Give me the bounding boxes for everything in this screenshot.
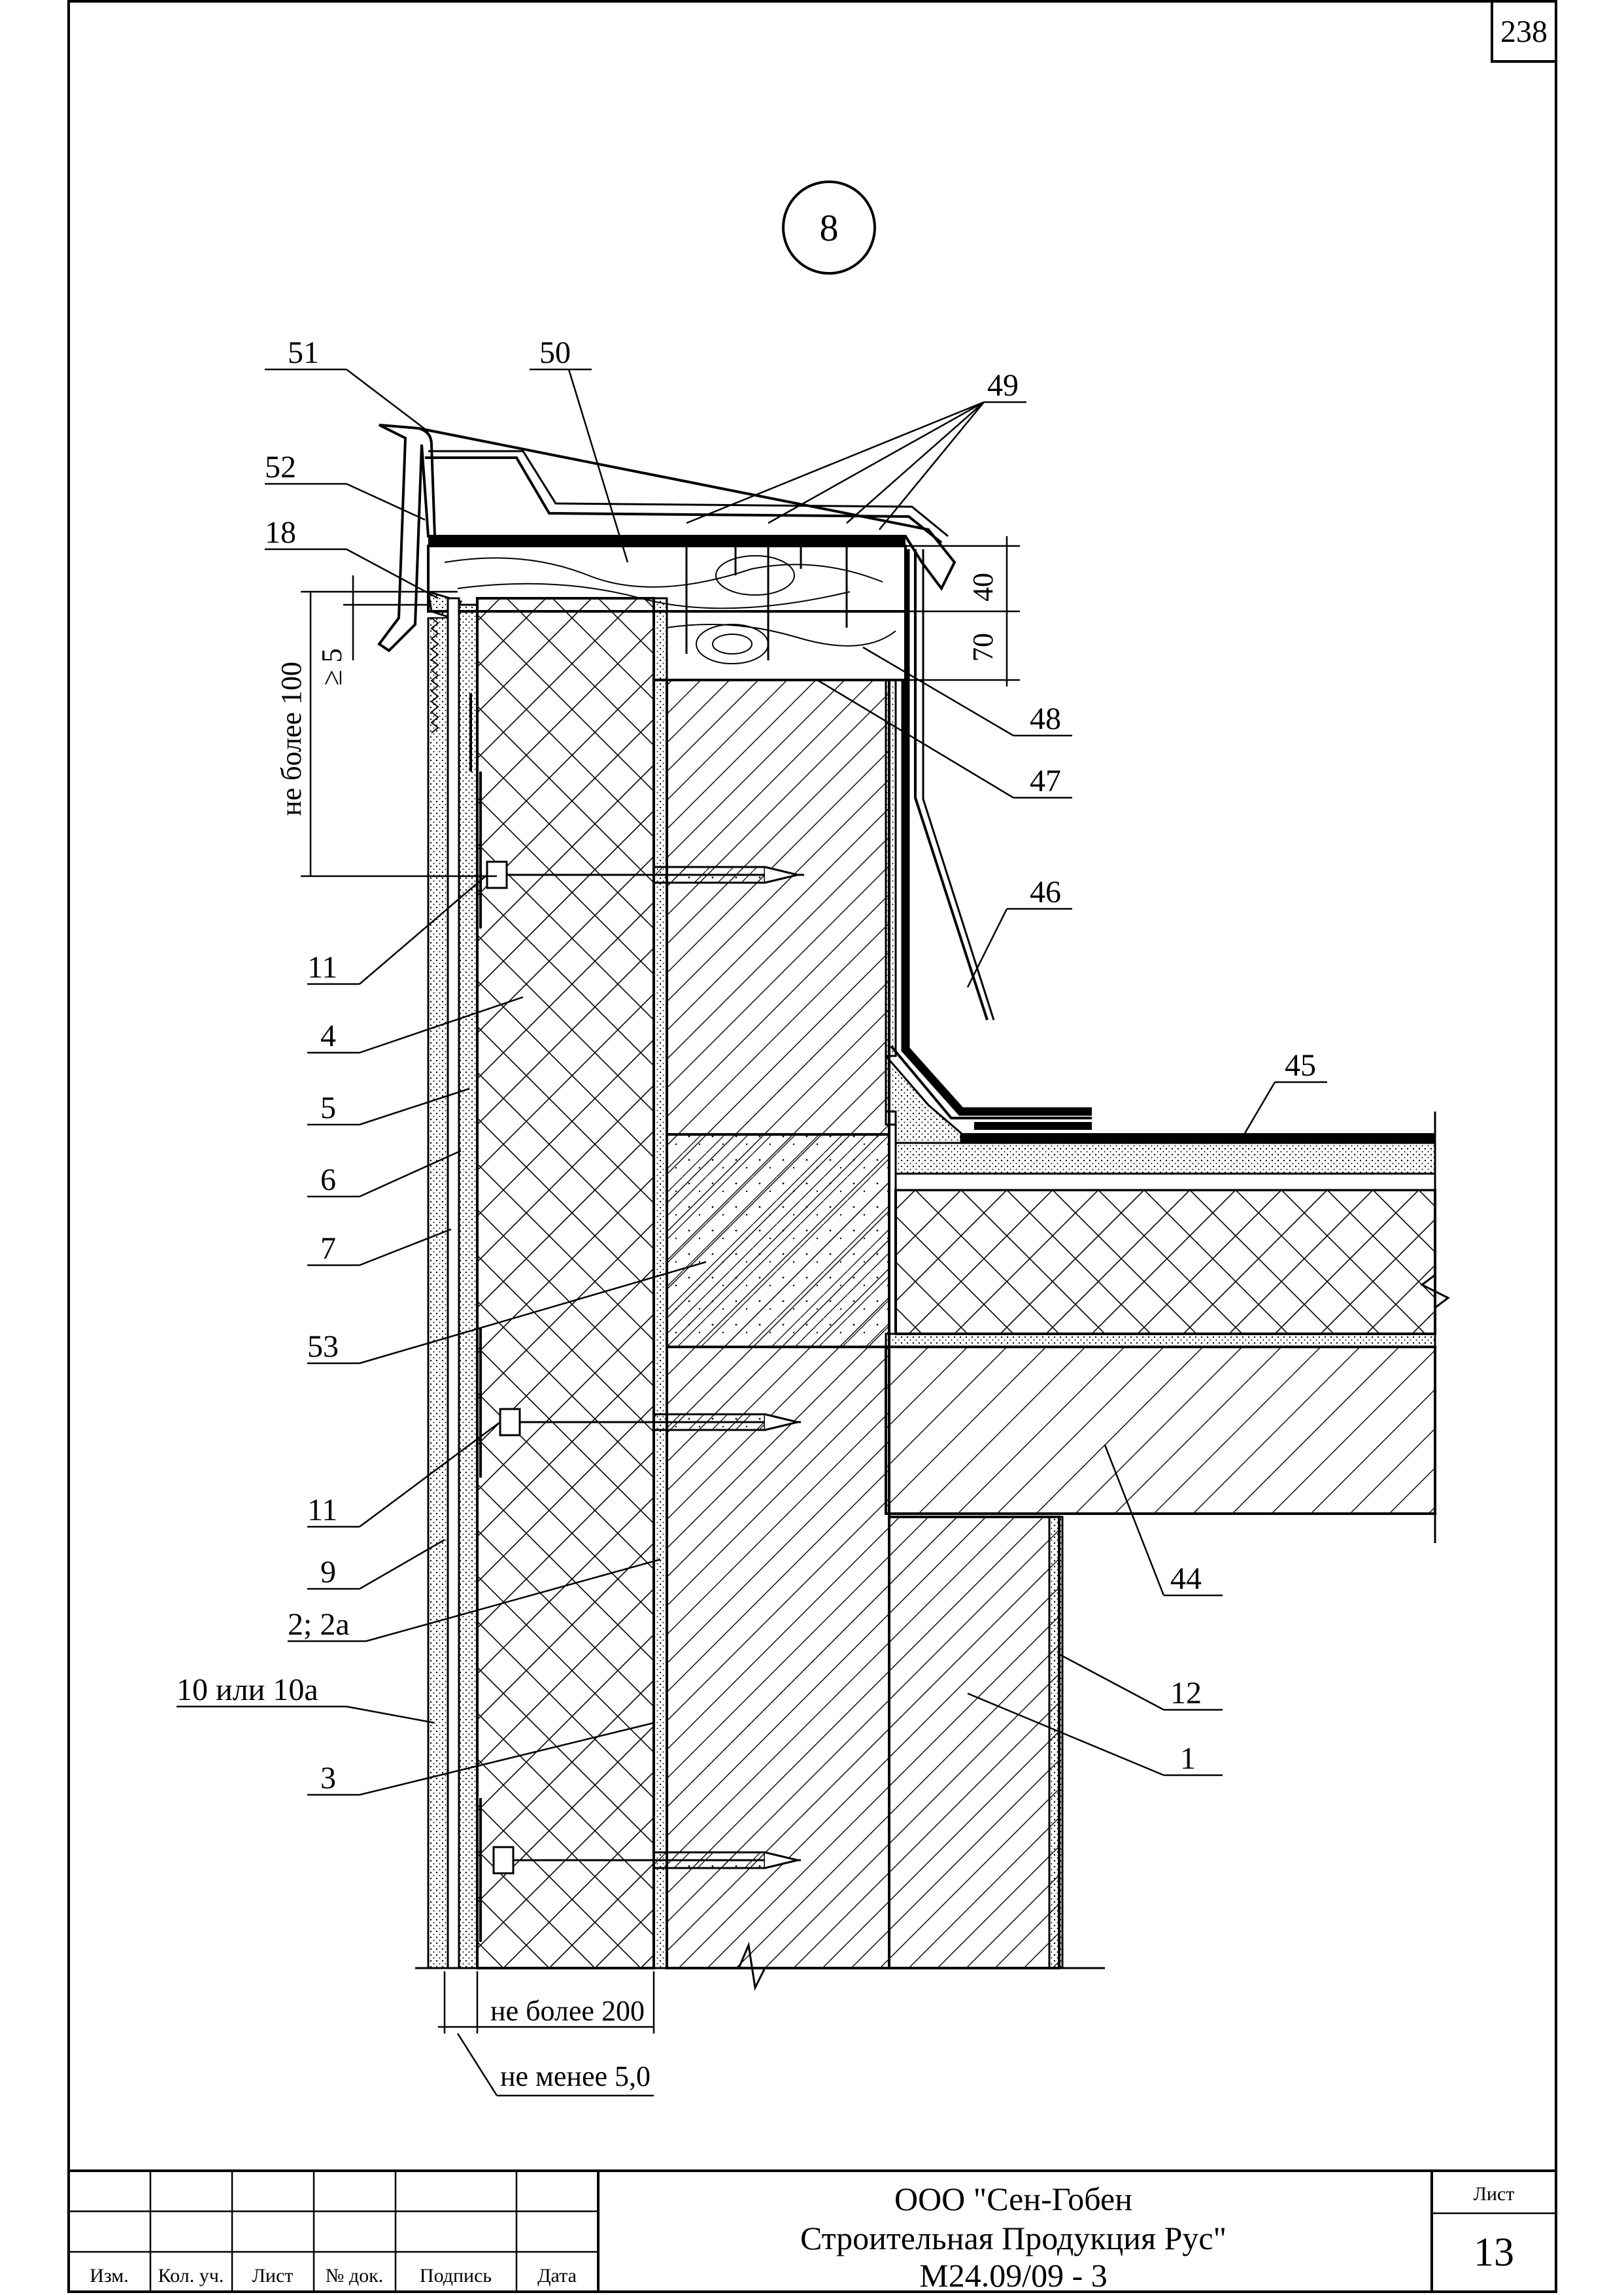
dim-max100: не более 100 — [275, 662, 307, 816]
leader-lines — [177, 368, 1327, 1796]
sealed-profile — [425, 456, 943, 544]
callout-47: 47 — [1030, 764, 1061, 798]
callout-2-2a: 2; 2a — [288, 1607, 350, 1642]
callout-7: 7 — [320, 1231, 336, 1266]
floor-slab — [885, 1346, 1436, 1515]
callout-11-lower: 11 — [307, 1493, 337, 1527]
document-code: М24.09/09 - 3 — [919, 2257, 1108, 2294]
callout-46: 46 — [1030, 875, 1061, 910]
callout-52: 52 — [265, 450, 296, 484]
roof-screed — [894, 1142, 1436, 1175]
nails — [685, 536, 848, 660]
beam-membrane — [428, 536, 905, 546]
callout-11-upper: 11 — [307, 950, 337, 985]
company-line-2: Строительная Продукция Рус" — [800, 2220, 1226, 2256]
fillet — [885, 1053, 962, 1144]
dim-ge5: ≥ 5 — [316, 648, 348, 685]
header-date: Дата — [537, 2265, 577, 2286]
dim-min5: не менее 5,0 — [500, 2060, 651, 2092]
callout-51: 51 — [288, 335, 319, 370]
callout-49: 49 — [987, 368, 1019, 403]
dimensions — [301, 536, 1020, 2097]
base-profiles — [469, 693, 482, 1942]
header-kol: Кол. уч. — [158, 2265, 224, 2286]
lintel-block — [666, 1133, 890, 1348]
sheet-value: 13 — [1474, 2230, 1514, 2275]
callout-6: 6 — [320, 1163, 336, 1197]
title-block: Изм. Кол. уч. Лист № док. Подпись Дата О… — [67, 2169, 1557, 2294]
parapet-membrane — [901, 549, 1092, 1116]
header-list: Лист — [252, 2265, 294, 2286]
header-doc: № док. — [326, 2265, 383, 2286]
company-line-1: ООО "Сен-Гобен — [894, 2181, 1132, 2217]
callout-44: 44 — [1170, 1561, 1202, 1596]
counter-flashing — [914, 549, 989, 1021]
callout-50: 50 — [539, 335, 571, 370]
callout-18: 18 — [265, 515, 296, 550]
header-sign: Подпись — [420, 2265, 492, 2286]
break-line-bottom — [415, 1941, 1105, 1991]
dowels — [486, 860, 804, 1875]
base-plaster — [458, 604, 479, 1969]
parapet-upstand — [885, 672, 897, 1057]
facade-insulation — [476, 597, 655, 1969]
callout-53: 53 — [307, 1329, 339, 1364]
break-line-right — [1420, 1112, 1450, 1543]
callout-5: 5 — [320, 1091, 336, 1125]
callout-3: 3 — [320, 1761, 336, 1795]
timber-beam-lower — [652, 610, 907, 681]
dim-70: 70 — [967, 633, 999, 662]
callout-9: 9 — [320, 1555, 336, 1590]
callout-12: 12 — [1170, 1676, 1202, 1710]
construction-section — [377, 424, 1450, 1991]
roof-insulation — [894, 1189, 1436, 1335]
callout-labels: 51 50 49 52 18 48 47 46 11 4 5 6 7 53 11… — [177, 335, 1316, 1795]
svg-text:8: 8 — [820, 207, 839, 249]
callout-48: 48 — [1030, 702, 1061, 736]
callout-10-or-10a: 10 или 10a — [177, 1673, 318, 1707]
callout-1: 1 — [1180, 1741, 1196, 1776]
dim-max200: не более 200 — [490, 1995, 645, 2027]
sheet-label: Лист — [1474, 2183, 1515, 2205]
masonry-wall-lower — [888, 1516, 1060, 1969]
roof-membrane — [961, 1133, 1435, 1143]
header-izm: Изм. — [90, 2265, 129, 2286]
interior-plaster — [1048, 1516, 1064, 1969]
dim-40: 40 — [967, 573, 999, 602]
corner-sheet-number: 238 — [1500, 14, 1548, 49]
callout-45: 45 — [1285, 1048, 1316, 1083]
callout-4: 4 — [320, 1019, 336, 1053]
detail-marker: 8 — [782, 180, 876, 275]
